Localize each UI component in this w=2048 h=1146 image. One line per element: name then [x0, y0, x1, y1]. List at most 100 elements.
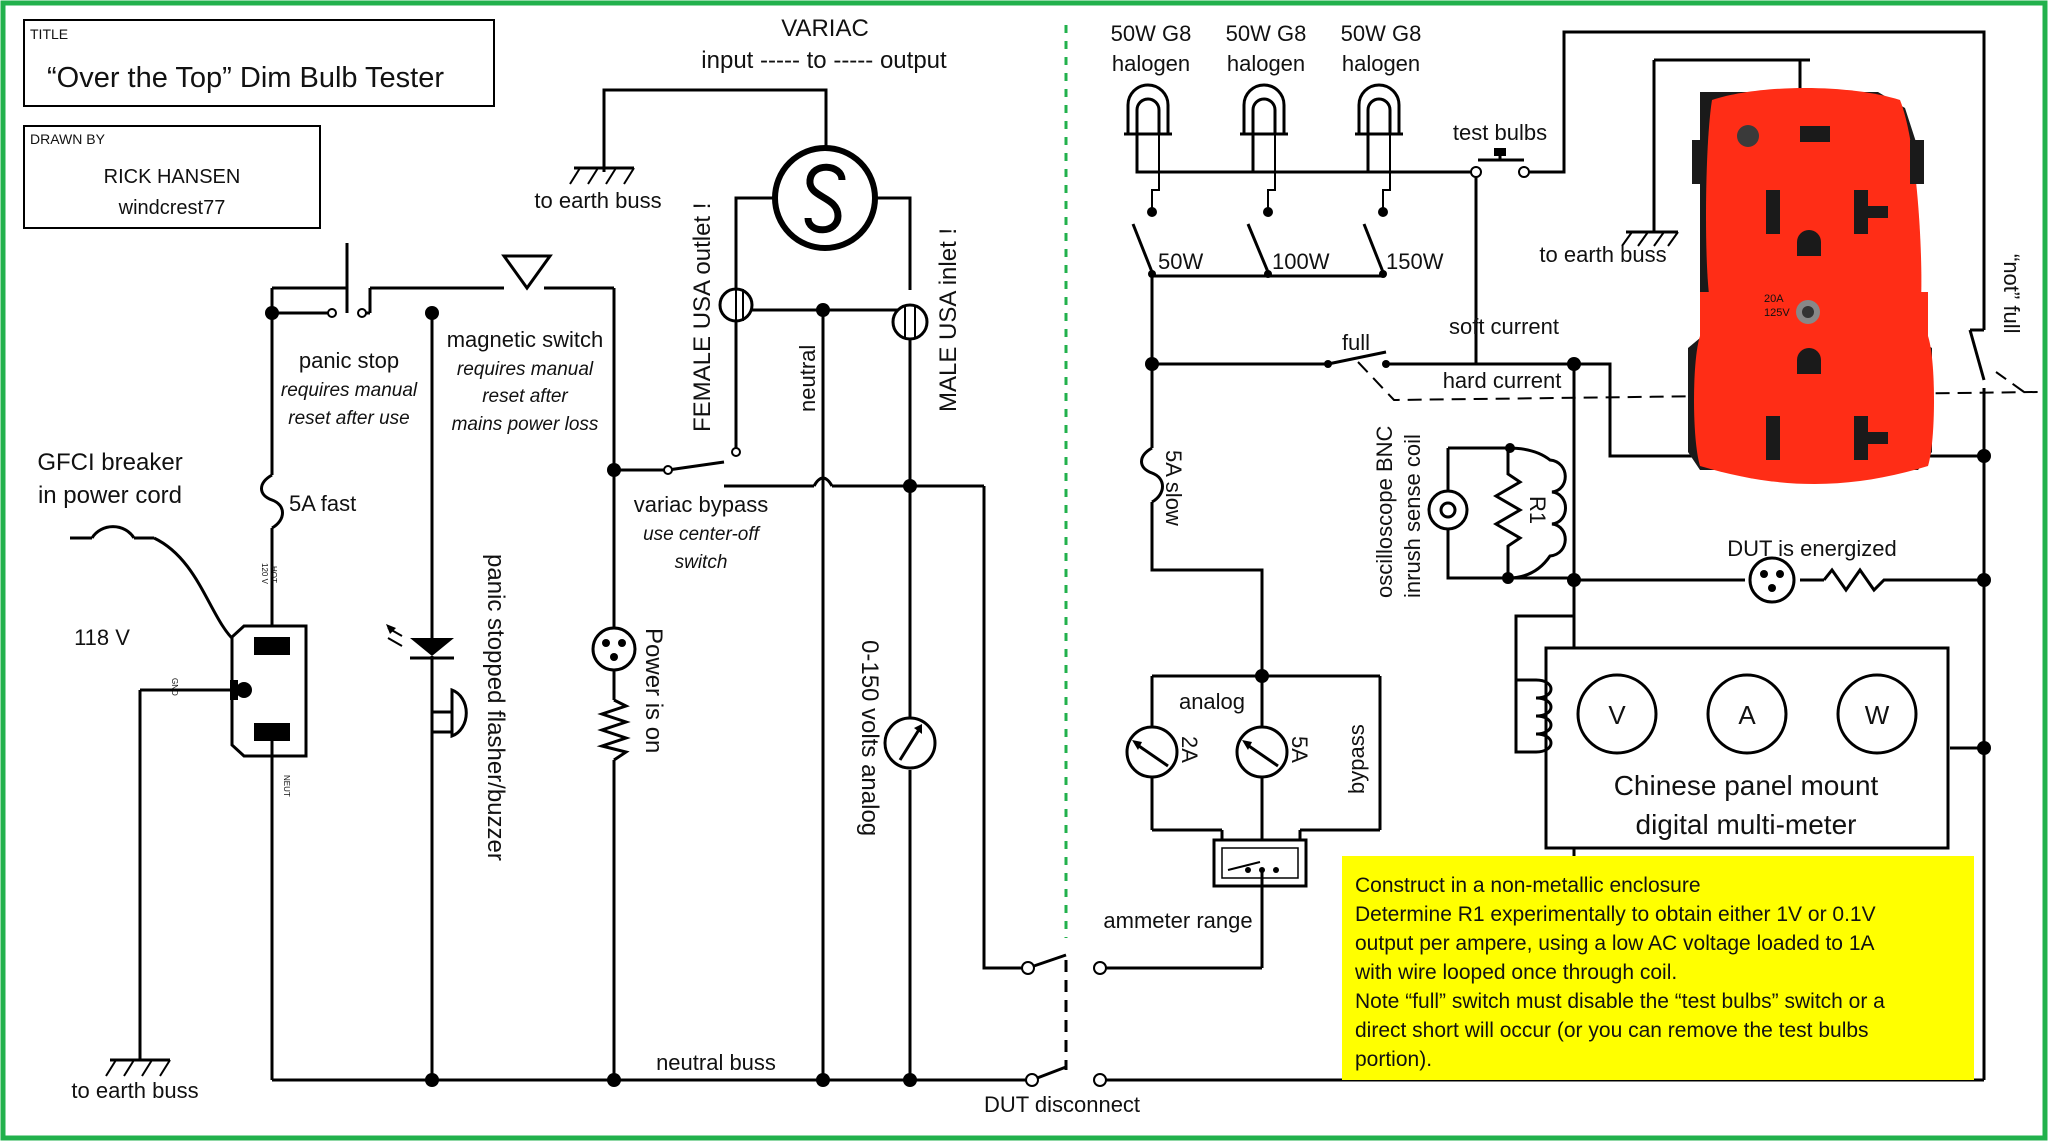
variac-icon: [772, 145, 878, 251]
earth-ground-icon: [569, 150, 635, 185]
note-line-4: with wire looped once through coil.: [1354, 961, 1677, 984]
note-line-5: Note “full” switch must disable the “tes…: [1355, 990, 1885, 1013]
bulb-1-type: halogen: [1112, 51, 1190, 76]
dut-energized-lamp-icon: [1748, 556, 1796, 604]
neutral-label: neutral: [795, 345, 820, 412]
meter-line-2: digital multi-meter: [1636, 809, 1857, 840]
voltmeter-icon: [883, 716, 937, 770]
power-lamp-icon: [591, 626, 637, 672]
note-line-7: portion).: [1355, 1048, 1432, 1071]
gfci-label-2: in power cord: [38, 482, 182, 509]
gfci-label-1: GFCI breaker: [37, 449, 182, 476]
earth-ground-icon: [105, 1058, 171, 1077]
hot-label: HOT: [269, 566, 278, 583]
r1-resistor-icon: [1493, 448, 1523, 578]
mag-note-1: requires manual: [457, 359, 594, 380]
resistor-icon: [596, 698, 631, 762]
fuse-fast-label: 5A fast: [289, 491, 356, 516]
full-label: full: [1342, 330, 1370, 355]
panic-note-1: requires manual: [281, 380, 418, 401]
left-labels: VARIAC input ----- to ----- output to ea…: [37, 15, 1140, 1117]
halogen-bulbs: 50W G8 halogen 50W G8 halogen 50W G8 hal…: [1111, 21, 1421, 136]
multimeter-panel: V A W Chinese panel mount digital multi-…: [1516, 646, 1950, 850]
male-inlet-icon: [891, 303, 929, 341]
power-on-label: Power is on: [640, 628, 667, 753]
voltmeter-label: 0-150 volts analog: [856, 640, 883, 836]
scope-coil-label-1: oscilloscope BNC: [1372, 425, 1397, 598]
construction-notes: Construct in a non-metallic enclosure De…: [1342, 856, 1974, 1080]
bypass-label: bypass: [1344, 724, 1369, 794]
bulb-2-watt: 50W G8: [1226, 21, 1307, 46]
gnd-label: GND: [170, 678, 179, 696]
author-handle: windcrest77: [118, 197, 226, 219]
red-duplex-outlet: 20A 125V: [1688, 88, 1934, 484]
test-bulbs-label: test bulbs: [1453, 120, 1547, 145]
power-cord-plug-icon: [230, 624, 308, 758]
male-inlet-label: MALE USA inlet !: [935, 228, 962, 412]
buzzer-icon: [450, 687, 468, 739]
note-background: [1342, 856, 1974, 1080]
ammeter-2a-icon: [1125, 725, 1179, 779]
voltage-label: 118 V: [74, 625, 130, 650]
note-line-2: Determine R1 experimentally to obtain ei…: [1355, 903, 1876, 926]
ammeter-range-label: ammeter range: [1103, 908, 1252, 933]
current-coil-icon: [1535, 678, 1553, 754]
dut-energized-label: DUT is energized: [1727, 536, 1897, 561]
female-outlet-label: FEMALE USA outlet !: [689, 203, 716, 432]
mag-note-2: reset after: [482, 386, 568, 407]
earth-buss-label-2: to earth buss: [71, 1078, 198, 1103]
fuse-fast-icon: [260, 473, 284, 530]
diagram-title: “Over the Top” Dim Bulb Tester: [47, 62, 444, 94]
panic-note-2: reset after use: [288, 408, 409, 429]
hard-current-label: hard current: [1443, 368, 1562, 393]
r1-label: R1: [1525, 496, 1550, 524]
gfci-breaker-icon: [70, 525, 237, 644]
left-components: HOT 120 V GND NEUT: [70, 145, 1107, 1087]
halogen-bulb-icon: [1240, 83, 1288, 136]
led-flasher-icon: [386, 624, 454, 660]
meter-a-label: A: [1738, 700, 1756, 730]
earth-buss-label-3: to earth buss: [1539, 242, 1666, 267]
neut-label: NEUT: [282, 775, 291, 797]
switch-150w-label: 150W: [1386, 249, 1444, 274]
drawn-by-caption: DRAWN BY: [30, 131, 106, 147]
variac-bypass-label: variac bypass: [634, 492, 769, 517]
note-line-3: output per ampere, using a low AC voltag…: [1355, 932, 1875, 955]
bulb-2-type: halogen: [1227, 51, 1305, 76]
bulb-3-type: halogen: [1342, 51, 1420, 76]
mag-note-3: mains power loss: [452, 414, 599, 435]
outlet-rating-1: 20A: [1764, 293, 1784, 305]
female-outlet-icon: [718, 287, 754, 323]
left-wiring: [270, 88, 1984, 1082]
author-name: RICK HANSEN: [104, 166, 241, 188]
switch-100w-label: 100W: [1272, 249, 1330, 274]
scope-coil-label-2: inrush sense coil: [1400, 434, 1425, 598]
soft-current-label: soft current: [1449, 314, 1559, 339]
title-box: [23, 19, 495, 107]
right-components: V A W Chinese panel mount digital multi-…: [1125, 88, 1991, 850]
drawn-by-box: [23, 125, 321, 229]
meter-v-label: V: [1608, 700, 1626, 730]
flasher-label: panic stopped flasher/buzzer: [482, 554, 509, 861]
bypass-note-2: switch: [675, 552, 728, 573]
switch-50w-label: 50W: [1158, 249, 1203, 274]
note-line-1: Construct in a non-metallic enclosure: [1355, 874, 1701, 897]
range-5a-label: 5A: [1287, 736, 1312, 763]
halogen-bulb-icon: [1124, 83, 1172, 136]
sense-coil-icon: [1507, 446, 1567, 580]
voltage-meter-icon: [1576, 673, 1658, 755]
current-meter-icon: [1706, 673, 1788, 755]
panic-stop-label: panic stop: [299, 348, 399, 373]
variac-title: VARIAC: [781, 15, 869, 42]
fuse-slow-icon: [1140, 446, 1164, 504]
magnetic-switch-icon: [501, 254, 553, 291]
neutral-buss-label: neutral buss: [656, 1050, 776, 1075]
right-labels: test bulbs 50W 100W 150W to earth buss s…: [1103, 120, 2024, 933]
meter-w-label: W: [1865, 700, 1890, 730]
indicator-resistor-icon: [1822, 567, 1984, 593]
bnc-connector-icon: [1427, 489, 1469, 531]
power-meter-icon: [1836, 673, 1918, 755]
earth-ground-icon: [1621, 226, 1679, 247]
